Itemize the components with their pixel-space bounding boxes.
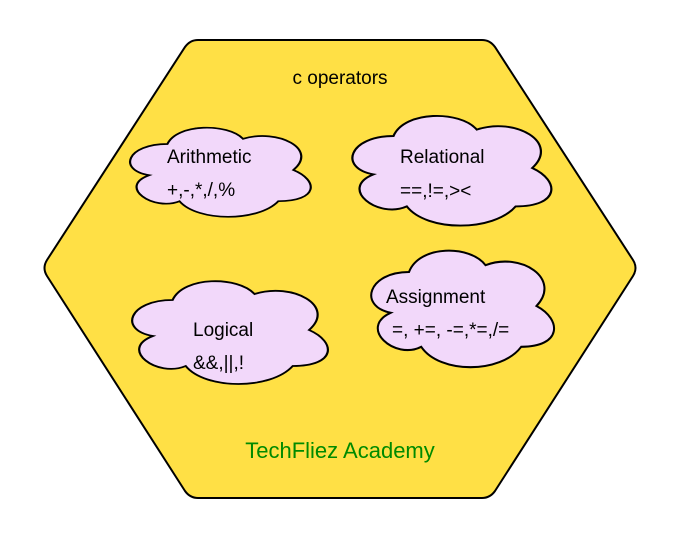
cloud-operators-arithmetic: +,-,*,/,% <box>167 180 236 201</box>
cloud-label-arithmetic: Arithmetic <box>167 147 252 168</box>
cloud-label-logical: Logical <box>193 320 254 341</box>
cloud-operators-logical: &&,||,! <box>193 353 245 374</box>
cloud-operators-relational: ==,!=,>< <box>400 181 472 202</box>
cloud-label-assignment: Assignment <box>386 287 486 308</box>
cloud-operators-assignment: =, +=, -=,*=,/= <box>392 320 510 341</box>
hexagon-shape <box>43 39 637 499</box>
diagram-title: c operators <box>292 68 388 89</box>
cloud-label-relational: Relational <box>400 147 485 168</box>
footer-brand: TechFliez Academy <box>245 438 435 463</box>
